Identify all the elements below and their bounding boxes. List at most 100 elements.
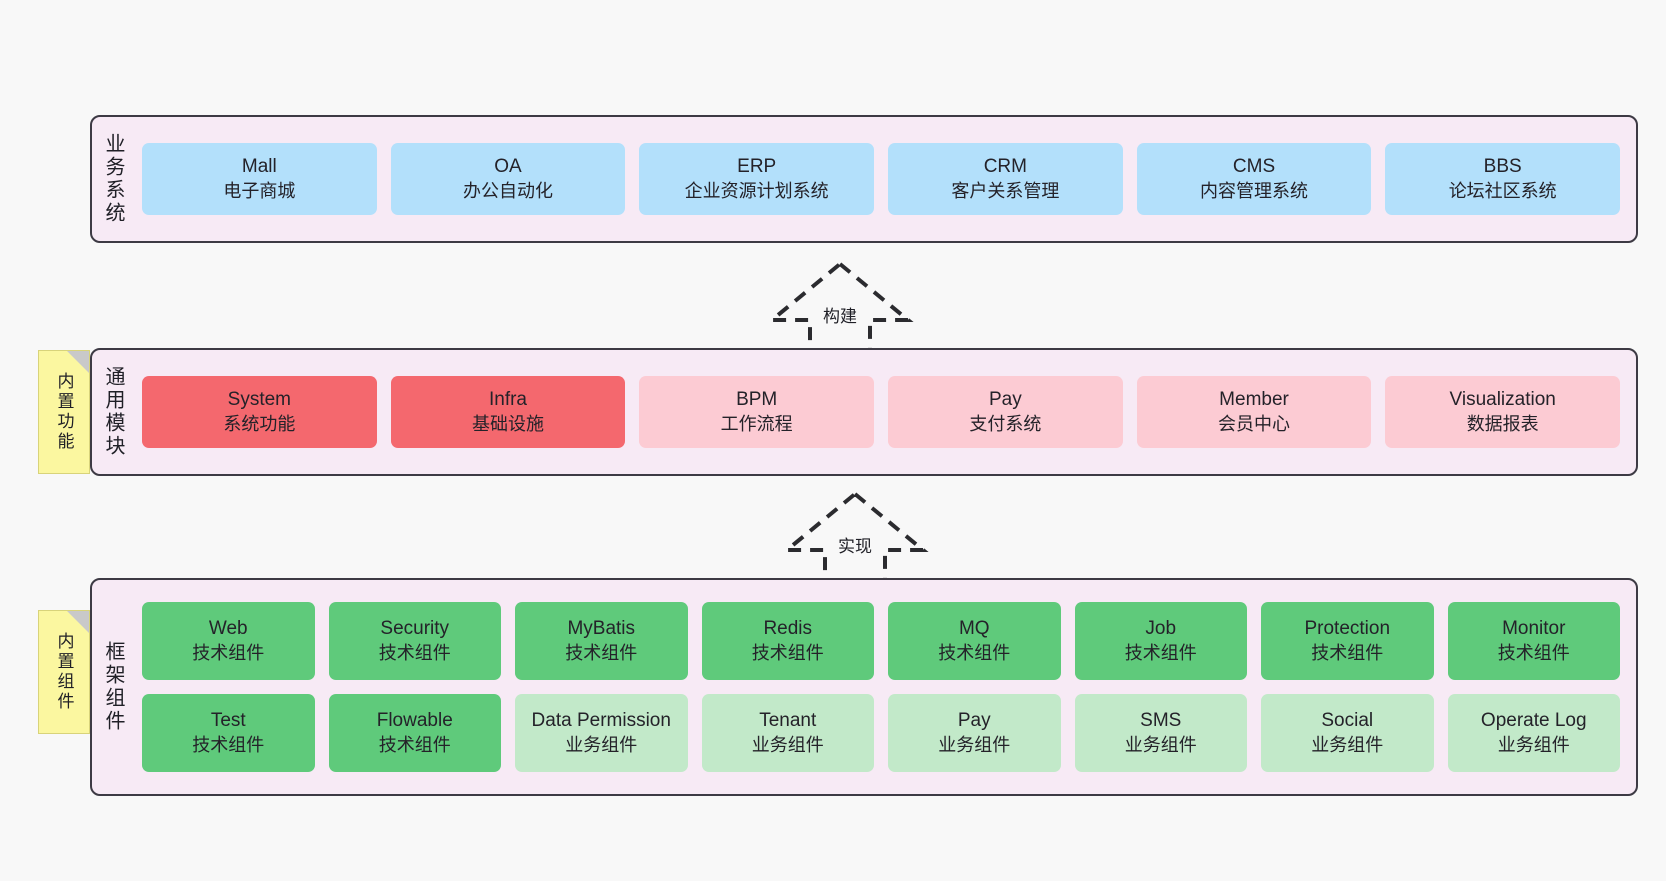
- box-subtitle: 业务组件: [565, 734, 638, 755]
- box-subtitle: 技术组件: [565, 642, 638, 663]
- box-flowable[interactable]: Flowable 技术组件: [328, 694, 501, 772]
- box-title: Redis: [763, 618, 813, 640]
- box-subtitle: 支付系统: [969, 413, 1042, 434]
- sticky-note-label: 内置组件: [54, 632, 74, 712]
- layer-business-systems: 业务系统 Mall 电子商城 OA 办公自动化 ERP 企业资源计划系统 CRM…: [90, 115, 1638, 243]
- connector-build-label: 构建: [823, 307, 857, 326]
- box-title: Security: [380, 618, 450, 640]
- box-system[interactable]: System 系统功能: [142, 376, 377, 448]
- box-title: Mall: [241, 156, 277, 178]
- box-test[interactable]: Test 技术组件: [142, 694, 315, 772]
- box-subtitle: 技术组件: [751, 642, 824, 663]
- box-operate-log[interactable]: Operate Log 业务组件: [1447, 694, 1620, 772]
- box-title: ERP: [737, 156, 777, 178]
- box-title: SMS: [1140, 710, 1182, 732]
- box-title: Visualization: [1449, 389, 1556, 411]
- box-mq[interactable]: MQ 技术组件: [888, 602, 1061, 680]
- connector-implement-arrow: 实现: [775, 488, 935, 588]
- box-pay-component[interactable]: Pay 业务组件: [888, 694, 1061, 772]
- box-erp[interactable]: ERP 企业资源计划系统: [639, 143, 875, 215]
- box-title: Web: [208, 618, 248, 640]
- layer-body-framework: Web 技术组件 Security 技术组件 MyBatis 技术组件 Redi…: [134, 580, 1636, 794]
- layer-framework-components: 框架组件 Web 技术组件 Security 技术组件 MyBatis 技术组件…: [90, 578, 1638, 796]
- box-job[interactable]: Job 技术组件: [1074, 602, 1247, 680]
- box-title: CRM: [983, 156, 1027, 178]
- box-subtitle: 内容管理系统: [1200, 180, 1309, 201]
- box-subtitle: 业务组件: [751, 734, 824, 755]
- box-title: System: [227, 389, 292, 411]
- box-web[interactable]: Web 技术组件: [142, 602, 315, 680]
- box-subtitle: 企业资源计划系统: [684, 180, 829, 201]
- box-protection[interactable]: Protection 技术组件: [1261, 602, 1434, 680]
- box-subtitle: 技术组件: [1124, 642, 1197, 663]
- box-infra[interactable]: Infra 基础设施: [390, 376, 626, 448]
- box-cms[interactable]: CMS 内容管理系统: [1136, 143, 1372, 215]
- box-security[interactable]: Security 技术组件: [328, 602, 501, 680]
- layer-title-framework: 框架组件: [102, 641, 124, 733]
- fold-corner-icon: [67, 351, 89, 373]
- box-title: Protection: [1304, 618, 1391, 640]
- box-crm[interactable]: CRM 客户关系管理: [888, 143, 1123, 215]
- box-title: Pay: [957, 710, 991, 732]
- sticky-note-builtin-features: 内置功能: [38, 350, 90, 474]
- box-title: Test: [210, 710, 246, 732]
- box-title: Pay: [988, 389, 1022, 411]
- box-title: Infra: [488, 389, 528, 411]
- box-title: Social: [1321, 710, 1374, 732]
- layer-title-business: 业务系统: [102, 133, 124, 225]
- box-visualization[interactable]: Visualization 数据报表: [1385, 376, 1621, 448]
- box-title: Operate Log: [1480, 710, 1587, 732]
- box-subtitle: 工作流程: [720, 413, 793, 434]
- box-subtitle: 系统功能: [223, 413, 296, 434]
- box-title: OA: [494, 156, 522, 178]
- box-social[interactable]: Social 业务组件: [1261, 694, 1434, 772]
- layer-body-modules: System 系统功能 Infra 基础设施 BPM 工作流程 Pay 支付系统…: [134, 350, 1636, 474]
- box-subtitle: 办公自动化: [463, 180, 553, 201]
- box-subtitle: 技术组件: [192, 642, 265, 663]
- box-row: Web 技术组件 Security 技术组件 MyBatis 技术组件 Redi…: [142, 602, 1620, 680]
- box-subtitle: 电子商城: [223, 180, 296, 201]
- box-bpm[interactable]: BPM 工作流程: [639, 376, 875, 448]
- sticky-note-builtin-components: 内置组件: [38, 610, 90, 734]
- box-subtitle: 技术组件: [378, 734, 451, 755]
- box-row: Test 技术组件 Flowable 技术组件 Data Permission …: [142, 694, 1620, 772]
- box-subtitle: 技术组件: [938, 642, 1011, 663]
- box-monitor[interactable]: Monitor 技术组件: [1447, 602, 1620, 680]
- box-subtitle: 客户关系管理: [951, 180, 1060, 201]
- box-member[interactable]: Member 会员中心: [1136, 376, 1372, 448]
- box-mybatis[interactable]: MyBatis 技术组件: [515, 602, 688, 680]
- box-title: MyBatis: [567, 618, 636, 640]
- box-title: Monitor: [1502, 618, 1566, 640]
- box-pay[interactable]: Pay 支付系统: [888, 376, 1123, 448]
- box-title: Tenant: [759, 710, 817, 732]
- box-subtitle: 数据报表: [1466, 413, 1539, 434]
- box-subtitle: 技术组件: [1311, 642, 1384, 663]
- box-sms[interactable]: SMS 业务组件: [1074, 694, 1247, 772]
- box-data-permission[interactable]: Data Permission 业务组件: [515, 694, 688, 772]
- layer-common-modules: 通用模块 System 系统功能 Infra 基础设施 BPM 工作流程 Pay…: [90, 348, 1638, 476]
- connector-implement-label: 实现: [838, 537, 872, 556]
- connector-build-arrow: 构建: [760, 258, 920, 358]
- box-title: Flowable: [376, 710, 453, 732]
- box-mall[interactable]: Mall 电子商城: [142, 143, 377, 215]
- box-bbs[interactable]: BBS 论坛社区系统: [1385, 143, 1621, 215]
- sticky-note-label: 内置功能: [54, 372, 74, 452]
- box-title: CMS: [1232, 156, 1276, 178]
- box-redis[interactable]: Redis 技术组件: [701, 602, 874, 680]
- box-title: BBS: [1483, 156, 1522, 178]
- layer-body-business: Mall 电子商城 OA 办公自动化 ERP 企业资源计划系统 CRM 客户关系…: [134, 117, 1636, 241]
- box-row: System 系统功能 Infra 基础设施 BPM 工作流程 Pay 支付系统…: [142, 376, 1621, 448]
- box-title: MQ: [958, 618, 990, 640]
- box-title: BPM: [736, 389, 778, 411]
- box-subtitle: 会员中心: [1218, 413, 1291, 434]
- fold-corner-icon: [67, 611, 89, 633]
- box-subtitle: 技术组件: [192, 734, 265, 755]
- box-tenant[interactable]: Tenant 业务组件: [701, 694, 874, 772]
- box-oa[interactable]: OA 办公自动化: [390, 143, 626, 215]
- box-title: Job: [1145, 618, 1177, 640]
- layer-title-modules: 通用模块: [102, 366, 124, 458]
- box-row: Mall 电子商城 OA 办公自动化 ERP 企业资源计划系统 CRM 客户关系…: [142, 143, 1621, 215]
- box-subtitle: 技术组件: [378, 642, 451, 663]
- box-subtitle: 业务组件: [1311, 734, 1384, 755]
